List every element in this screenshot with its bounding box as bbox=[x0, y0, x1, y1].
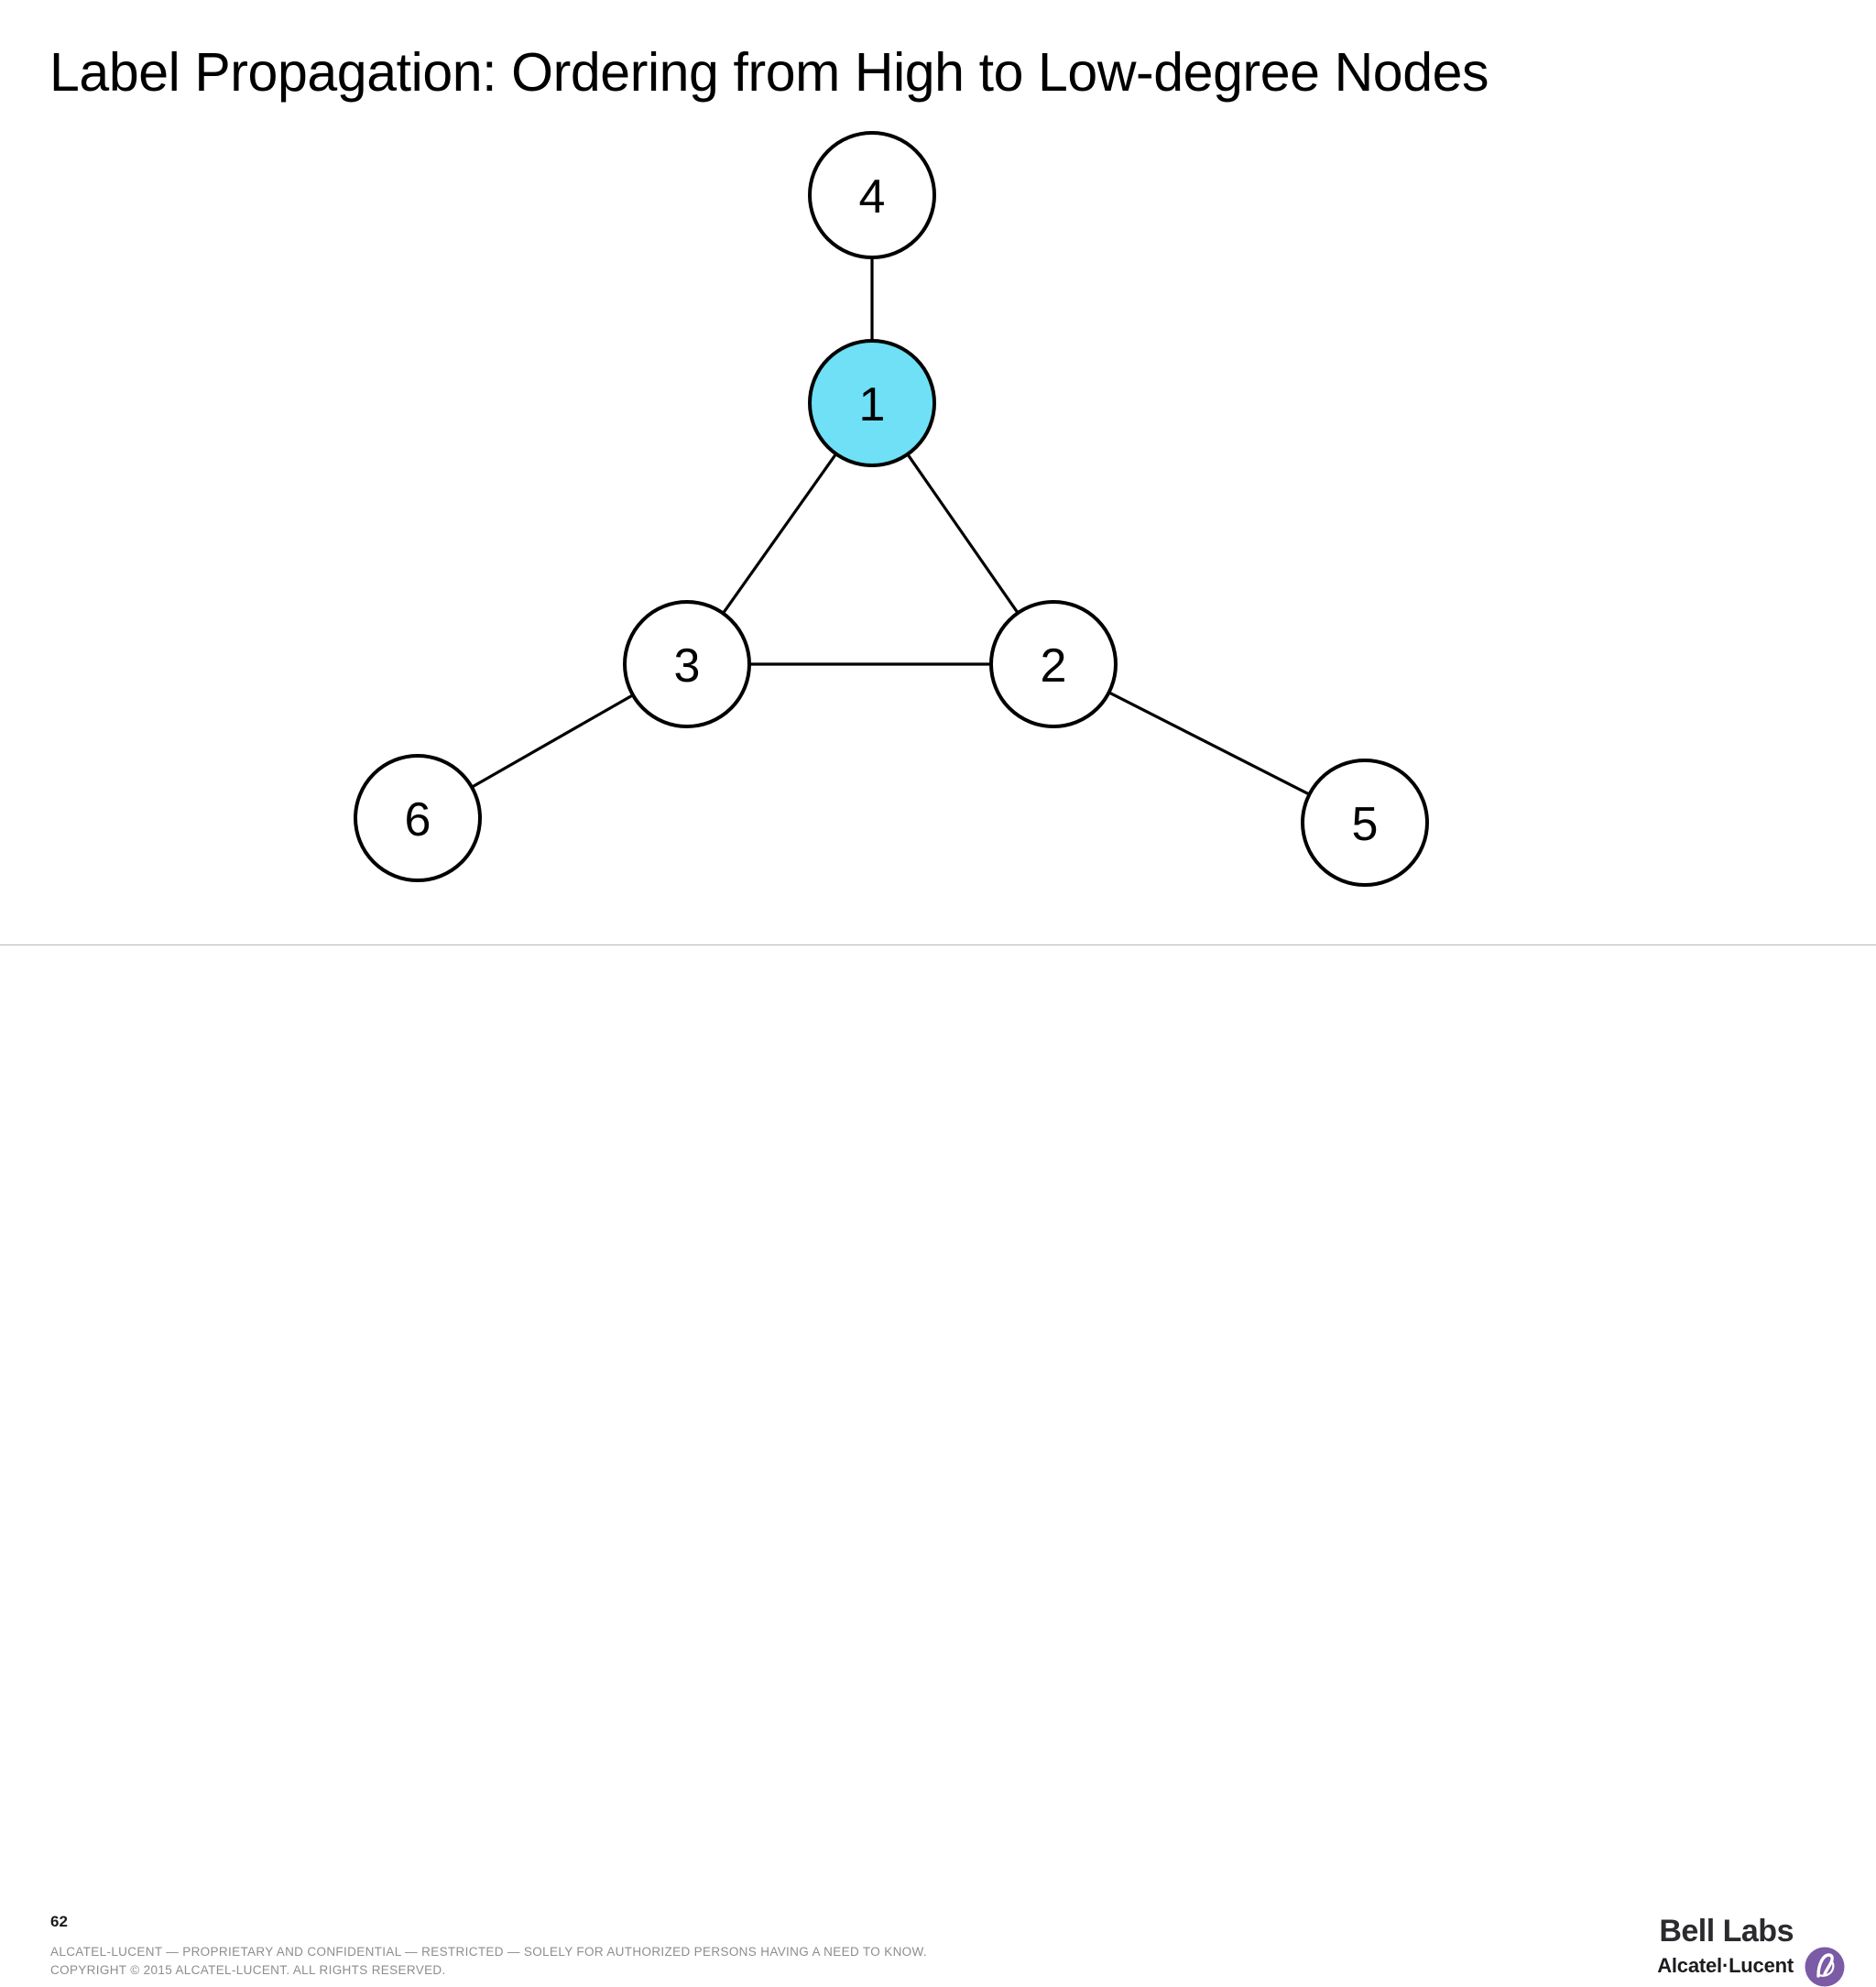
brand-name: Bell Labs bbox=[1659, 1914, 1794, 1949]
graph-edge-1-3 bbox=[720, 451, 839, 617]
graph-node-label-3: 3 bbox=[674, 639, 701, 693]
graph-node-circle-1[interactable] bbox=[808, 339, 936, 467]
graph-node-circle-3[interactable] bbox=[623, 600, 751, 728]
graph-node-label-1: 1 bbox=[859, 378, 886, 431]
graph-node-5[interactable]: 5 bbox=[1301, 759, 1429, 887]
node-group: 4 1 3 2 6 5 bbox=[354, 131, 1429, 887]
footer-divider bbox=[0, 944, 1876, 945]
footer: 62 ALCATEL-LUCENT — PROPRIETARY AND CONF… bbox=[0, 945, 1876, 1987]
graph-node-circle-2[interactable] bbox=[989, 600, 1118, 728]
edge-group bbox=[469, 256, 1312, 797]
graph-edge-2-5 bbox=[1107, 690, 1312, 797]
graph-node-label-6: 6 bbox=[405, 793, 431, 846]
graph-edge-1-2 bbox=[905, 452, 1020, 616]
graph-node-circle-4[interactable] bbox=[808, 131, 936, 259]
graph-diagram: 4 1 3 2 6 5 bbox=[354, 131, 1429, 887]
graph-edge-3-6 bbox=[469, 693, 636, 790]
page-title: Label Propagation: Ordering from High to… bbox=[49, 42, 1489, 103]
brand-subname: Alcatel·Lucent bbox=[1657, 1954, 1794, 1977]
footer-legal-line-2: COPYRIGHT © 2015 ALCATEL-LUCENT. ALL RIG… bbox=[50, 1963, 446, 1977]
footer-legal-line-1: ALCATEL-LUCENT — PROPRIETARY AND CONFIDE… bbox=[50, 1945, 927, 1959]
graph-node-3[interactable]: 3 bbox=[623, 600, 751, 728]
page-number: 62 bbox=[50, 1913, 68, 1930]
graph-node-circle-6[interactable] bbox=[354, 754, 482, 882]
alcatel-lucent-mark-icon bbox=[1805, 1947, 1845, 1987]
graph-node-1[interactable]: 1 bbox=[808, 339, 936, 467]
graph-node-label-5: 5 bbox=[1352, 798, 1379, 851]
graph-node-2[interactable]: 2 bbox=[989, 600, 1118, 728]
graph-node-4[interactable]: 4 bbox=[808, 131, 936, 259]
graph-node-label-2: 2 bbox=[1041, 639, 1067, 693]
brand-logo: Bell Labs Alcatel·Lucent bbox=[1634, 1914, 1845, 1987]
graph-node-circle-5[interactable] bbox=[1301, 759, 1429, 887]
graph-node-6[interactable]: 6 bbox=[354, 754, 482, 882]
graph-node-label-4: 4 bbox=[859, 170, 886, 224]
